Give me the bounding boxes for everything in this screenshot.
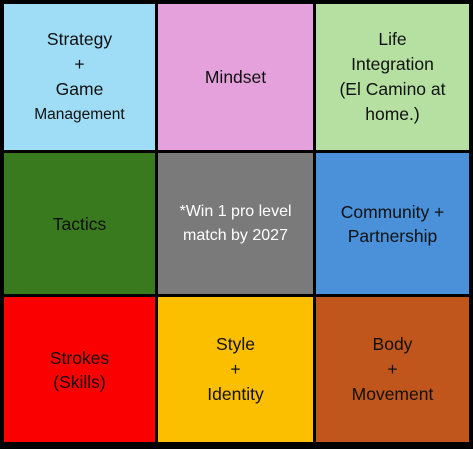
cell-strategy-game-management: Strategy + Game Management [4, 4, 155, 150]
cell-strokes-line-2: (Skills) [53, 371, 106, 392]
cell-goal-line-2: match by 2027 [183, 226, 288, 244]
cell-tactics-line-1: Tactics [52, 213, 107, 234]
cell-life-line-1: Life [378, 29, 407, 49]
cell-strategy-line-4: Management [34, 106, 125, 123]
cell-life-line-4: home.) [365, 104, 420, 124]
cell-mindset: Mindset [158, 4, 313, 150]
cell-goal-line-1: *Win 1 pro level [179, 202, 292, 220]
cell-community-line-1: Community + [340, 201, 445, 222]
cell-central-goal: *Win 1 pro level match by 2027 [158, 153, 313, 294]
cell-life-integration: Life Integration (El Camino at home.) [316, 4, 469, 150]
cell-style-line-3: Identity [207, 384, 264, 404]
cell-life-line-3: (El Camino at [339, 79, 446, 99]
cell-strokes-skills: Strokes (Skills) [4, 297, 155, 442]
cell-body-line-3: Movement [351, 384, 434, 404]
cell-strategy-line-1: Strategy [46, 29, 113, 49]
cell-style-line-1: Style [216, 334, 255, 354]
cell-community-partnership: Community + Partnership [316, 153, 469, 294]
cell-style-identity: Style + Identity [158, 297, 313, 442]
cell-strokes-line-1: Strokes [49, 347, 110, 368]
cell-style-line-2: + [230, 359, 241, 379]
cell-strategy-line-2: + [74, 54, 85, 74]
cell-body-movement: Body + Movement [316, 297, 469, 442]
cell-mindset-line-1: Mindset [204, 67, 267, 87]
cell-tactics: Tactics [4, 153, 155, 294]
cell-life-line-2: Integration [351, 54, 434, 74]
cell-strategy-line-3: Game [55, 79, 104, 99]
cell-community-line-2: Partnership [347, 225, 438, 246]
cell-body-line-2: + [387, 359, 398, 379]
cell-body-line-1: Body [372, 334, 413, 354]
